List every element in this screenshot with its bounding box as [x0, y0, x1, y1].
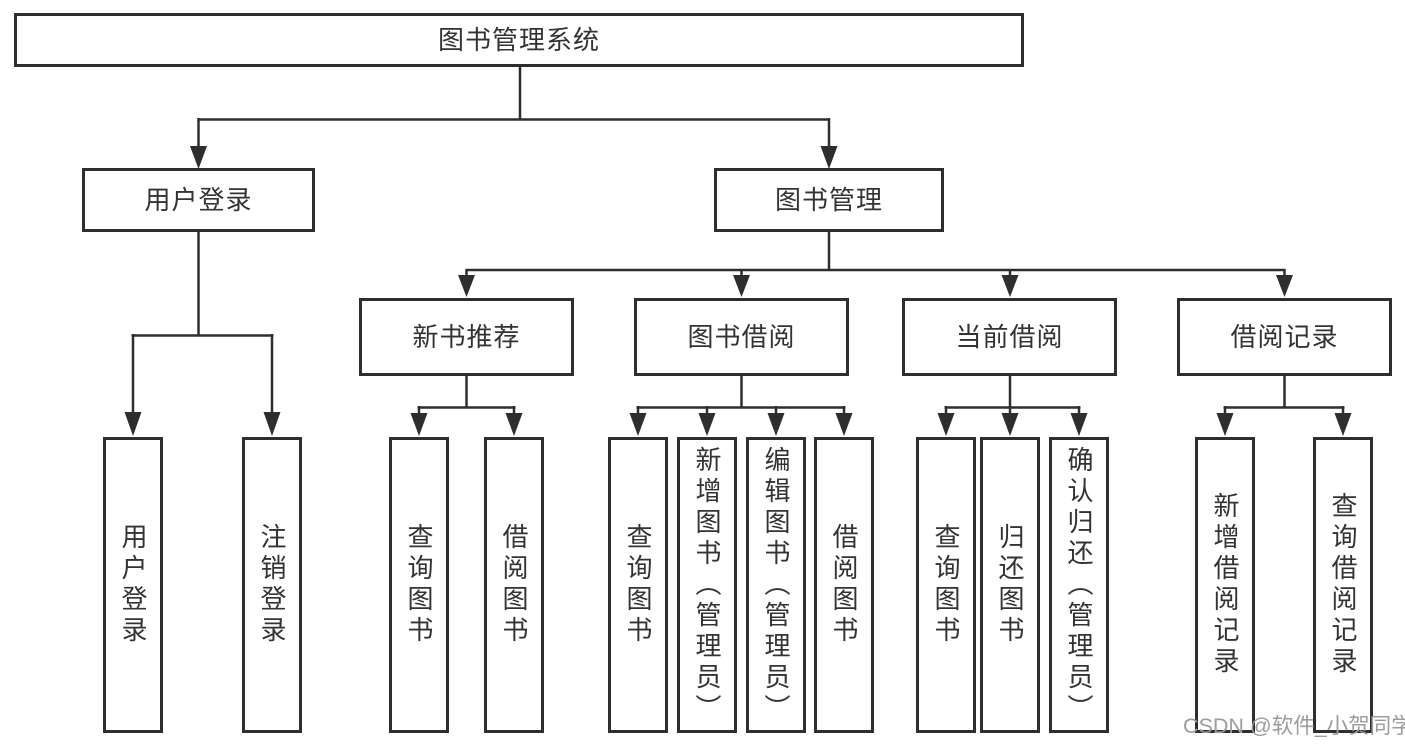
- leaf-query-borrow-record-label: 查询借阅记录: [1328, 492, 1358, 678]
- node-new-book-recommendation: 新书推荐: [359, 298, 574, 376]
- node-root-label: 图书管理系统: [437, 25, 600, 55]
- leaf-borrow-books-1: 借阅图书: [484, 437, 544, 733]
- node-root: 图书管理系统: [14, 13, 1024, 67]
- leaf-logout-label: 注销登录: [257, 523, 287, 647]
- leaf-query-books-2: 查询图书: [608, 437, 668, 733]
- leaf-query-books-2-label: 查询图书: [623, 523, 653, 647]
- node-current-borrowing: 当前借阅: [902, 298, 1117, 376]
- leaf-query-books-3: 查询图书: [916, 437, 976, 733]
- node-current-borrowing-label: 当前借阅: [955, 322, 1064, 352]
- leaf-user-login-label: 用户登录: [118, 523, 148, 647]
- leaf-logout: 注销登录: [242, 437, 302, 733]
- leaf-add-books-admin-label: 新增图书（管理员）: [692, 445, 722, 725]
- leaf-edit-books-admin: 编辑图书（管理员）: [746, 437, 806, 733]
- leaf-query-books-1: 查询图书: [389, 437, 449, 733]
- leaf-add-books-admin: 新增图书（管理员）: [677, 437, 737, 733]
- node-book-borrowing: 图书借阅: [634, 298, 849, 376]
- leaf-confirm-return-admin: 确认归还（管理员）: [1049, 437, 1109, 733]
- node-user-login-label: 用户登录: [144, 185, 253, 215]
- leaf-confirm-return-admin-label: 确认归还（管理员）: [1064, 445, 1094, 725]
- leaf-query-books-3-label: 查询图书: [931, 523, 961, 647]
- leaf-return-books-label: 归还图书: [995, 523, 1025, 647]
- leaf-query-borrow-record: 查询借阅记录: [1313, 437, 1373, 733]
- leaf-borrow-books-2-label: 借阅图书: [829, 523, 859, 647]
- leaf-add-borrow-record-label: 新增借阅记录: [1210, 492, 1240, 678]
- leaf-edit-books-admin-label: 编辑图书（管理员）: [761, 445, 791, 725]
- node-new-book-recommendation-label: 新书推荐: [412, 322, 521, 352]
- node-user-login: 用户登录: [82, 168, 315, 232]
- node-borrowing-records: 借阅记录: [1177, 298, 1392, 376]
- watermark: CSDN @软件_小贺同学: [1183, 714, 1405, 738]
- leaf-borrow-books-1-label: 借阅图书: [499, 523, 529, 647]
- leaf-query-books-1-label: 查询图书: [404, 523, 434, 647]
- node-book-management: 图书管理: [714, 168, 944, 232]
- node-book-borrowing-label: 图书借阅: [687, 322, 796, 352]
- leaf-user-login: 用户登录: [103, 437, 163, 733]
- leaf-return-books: 归还图书: [980, 437, 1040, 733]
- node-borrowing-records-label: 借阅记录: [1230, 322, 1339, 352]
- leaf-borrow-books-2: 借阅图书: [814, 437, 874, 733]
- node-book-management-label: 图书管理: [774, 185, 883, 215]
- leaf-add-borrow-record: 新增借阅记录: [1195, 437, 1255, 733]
